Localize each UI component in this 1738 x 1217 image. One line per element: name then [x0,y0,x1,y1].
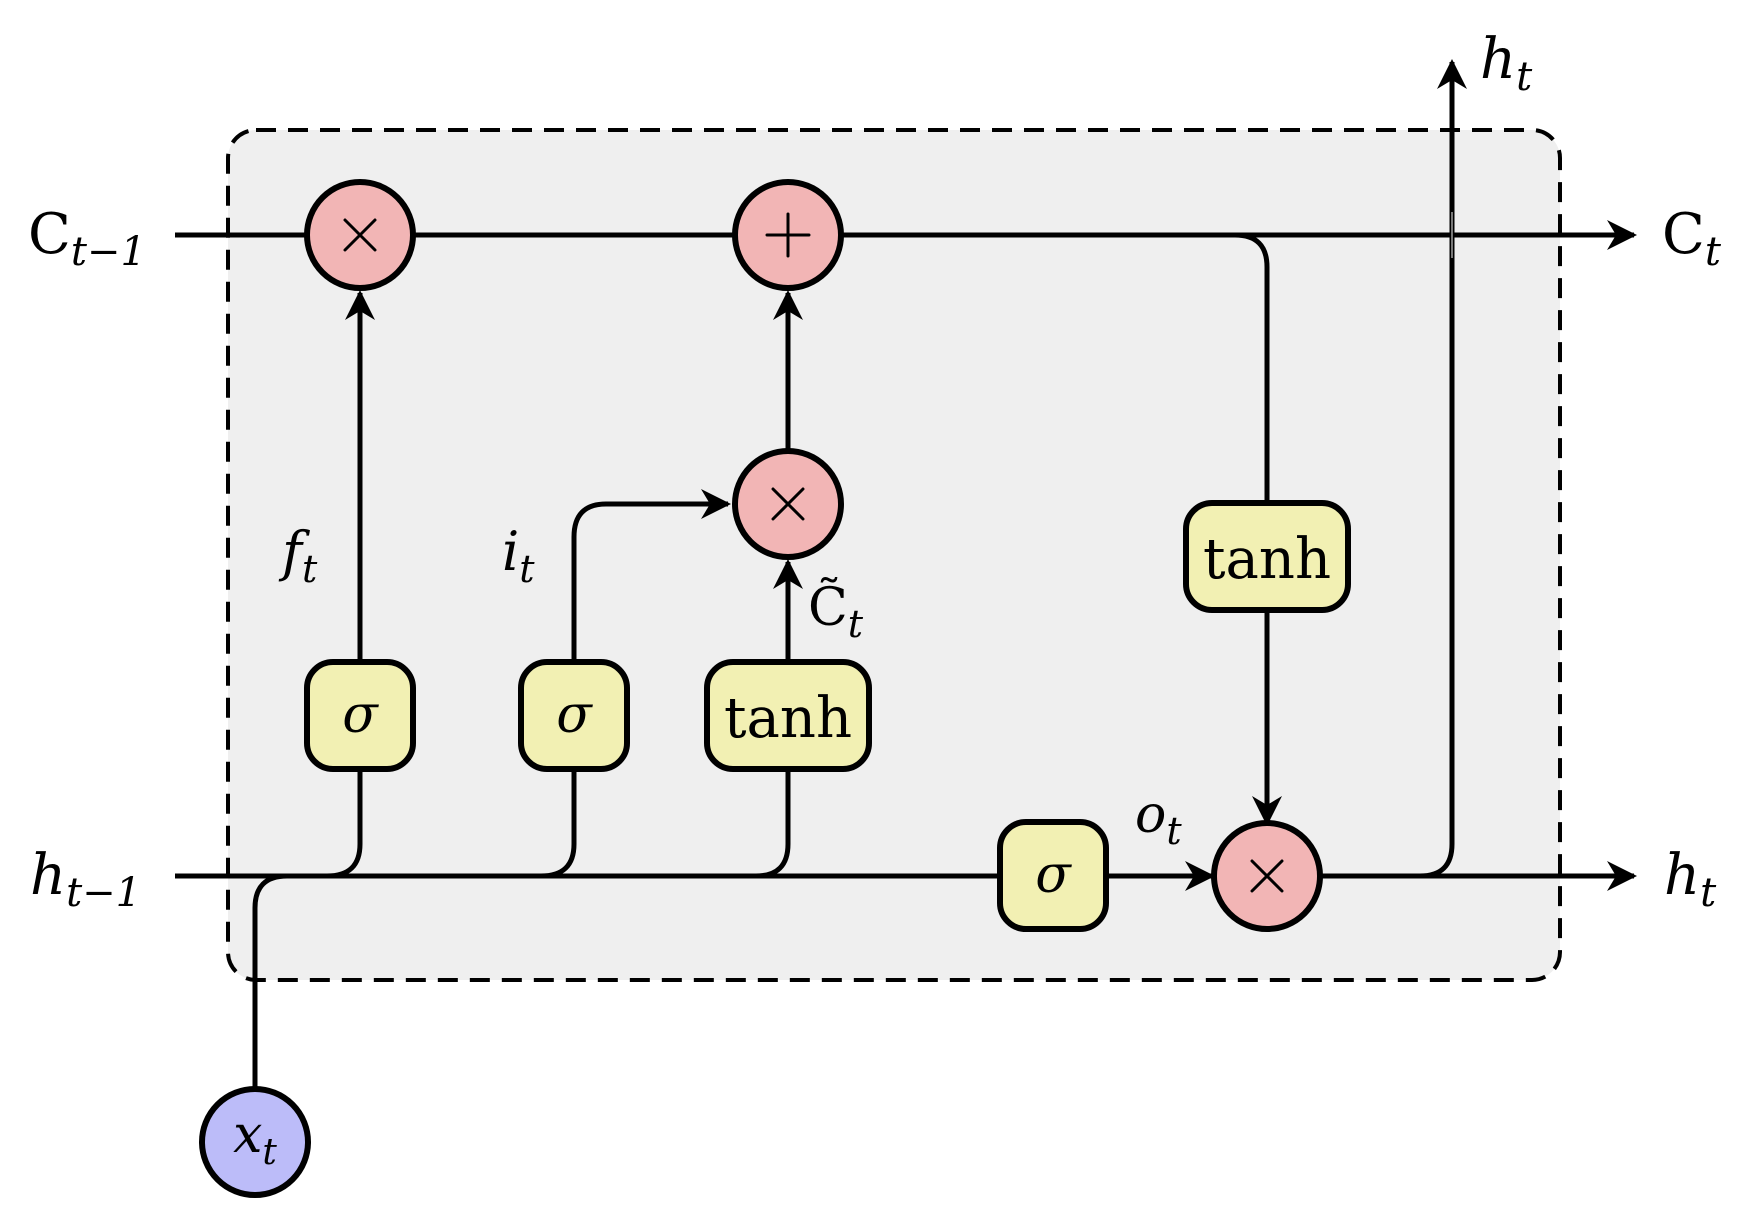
cell-boundary [226,128,1562,982]
to-candidate-wire [755,769,791,879]
hidden-up-arrow [1419,59,1467,879]
h-out-label: ht [1480,27,1533,100]
output-gate: σ [997,819,1109,932]
cell-to-tanh-wire [1234,232,1270,503]
o-t-label: ot [1135,785,1182,853]
c-prev-label: Ct−1 [28,202,146,275]
input-node: xt [199,1086,311,1198]
cell-add-op [732,179,844,291]
multiply-icon [343,218,377,252]
cell-tanh: tanh [1183,500,1351,613]
forget-multiply-op [304,179,416,291]
input-x-label: xt [233,1105,277,1173]
h-prev-label: ht−1 [30,843,141,916]
multiply-icon [1250,859,1284,893]
to-forget-gate-wire [326,769,363,879]
candidate-gate-label: tanh [724,686,852,751]
c-next-label: Ct [1662,202,1722,275]
i-t-label: it [502,520,535,591]
c-tilde-label: C̃t [808,577,864,646]
cell-tanh-label: tanh [1203,527,1331,592]
wires [175,59,1637,1089]
to-input-gate-wire [540,769,577,879]
input-gate-label: σ [556,685,593,745]
multiply-icon [771,487,805,521]
output-multiply-op [1211,820,1323,932]
f-t-label: ft [278,520,318,591]
input-x-wire [252,873,288,1089]
input-gate-to-mult-arrow [571,489,731,662]
forget-gate-label: σ [342,685,379,745]
candidate-gate: tanh [704,659,872,772]
input-multiply-op [732,448,844,560]
input-gate: σ [518,659,630,772]
h-next-label: ht [1664,843,1717,916]
forget-gate: σ [304,659,416,772]
plus-icon [765,212,811,258]
output-gate-label: σ [1035,845,1072,905]
